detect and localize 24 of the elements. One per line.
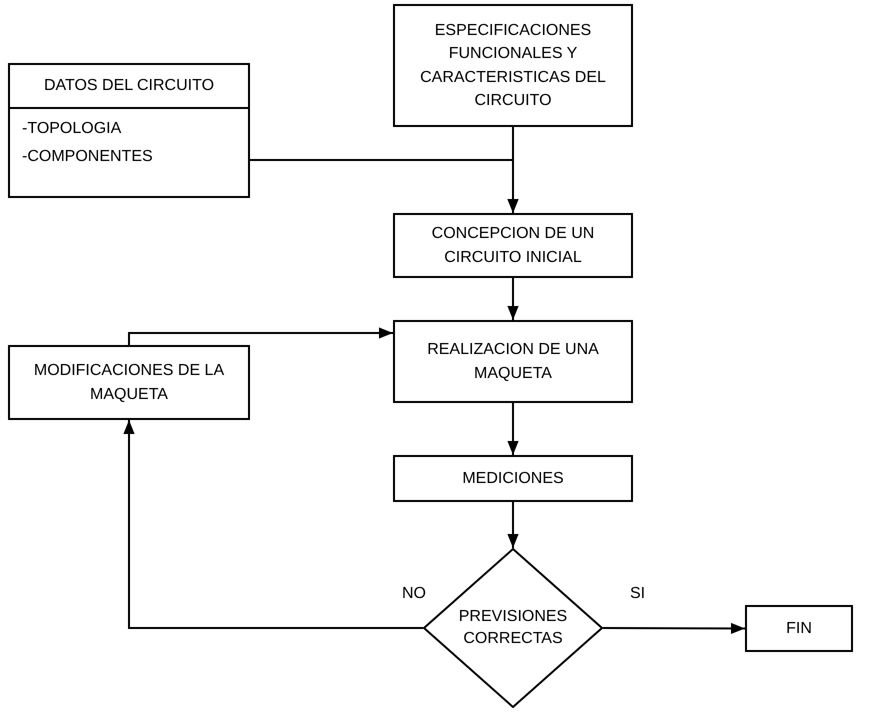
box-text: REALIZACION DE UNA MAQUETA (426, 340, 600, 384)
process-box (745, 605, 853, 652)
arrow (507, 502, 519, 548)
process-box (8, 63, 250, 198)
arrow (507, 403, 519, 455)
box-text: MEDICIONES (462, 468, 564, 489)
arrow (123, 420, 423, 629)
box-text: ESPECIFICACIONES FUNCIONALES Y CARACTERISTICAS DEL CIRCUITO (419, 21, 607, 111)
box-text: CONCEPCION DE UN CIRCUITO INICIAL (430, 224, 596, 268)
decision-text: PREVISIONES CORRECTAS (458, 606, 568, 649)
process-box (8, 345, 250, 420)
process-box (393, 320, 633, 403)
arrow (128, 327, 393, 345)
list-item: -COMPONENTES (22, 147, 154, 167)
box-heading: DATOS DEL CIRCUITO (44, 76, 214, 96)
box-text: MODIFICACIONES DE LA MAQUETA (32, 361, 226, 404)
process-box (393, 213, 633, 278)
process-box (393, 4, 633, 127)
arrow (507, 278, 519, 320)
arrow (250, 159, 519, 213)
process-box (393, 455, 633, 502)
box-text: FIN (786, 618, 812, 639)
arrow (603, 622, 745, 634)
list-item: -TOPOLOGIA (22, 119, 122, 139)
